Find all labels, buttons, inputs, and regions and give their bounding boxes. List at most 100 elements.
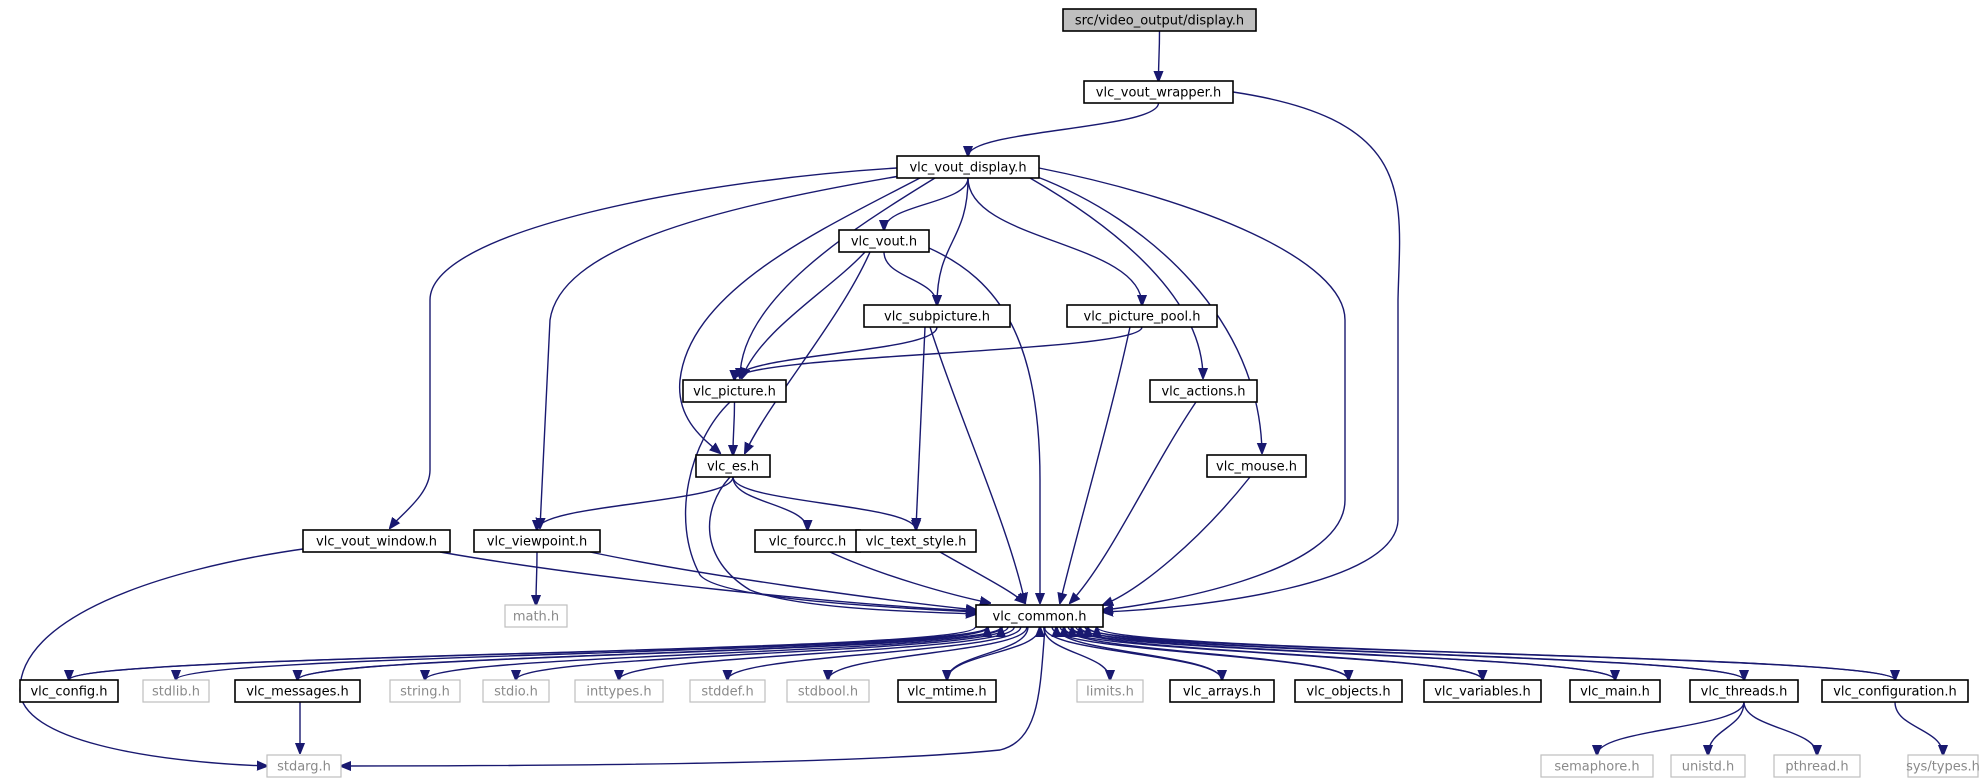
edge-vout-window-to-common	[439, 551, 976, 611]
node-configuration[interactable]: vlc_configuration.h	[1821, 679, 1969, 703]
edge	[728, 626, 1022, 680]
edge	[176, 626, 989, 680]
edge	[735, 326, 938, 380]
edge-vout-display-to-vout-window	[390, 167, 898, 528]
node-inttypes: inttypes.h	[574, 679, 664, 703]
node-box	[504, 604, 568, 628]
edge-vout-display-to-common	[1038, 167, 1346, 610]
node-mouse[interactable]: vlc_mouse.h	[1206, 454, 1307, 478]
node-label: vlc_threads.h	[1701, 685, 1788, 700]
edge-vout-display-to-es	[679, 177, 921, 453]
node-messages[interactable]: vlc_messages.h	[234, 679, 361, 703]
node-box	[896, 155, 1040, 179]
node-box	[1670, 754, 1746, 778]
node-box	[897, 679, 997, 703]
edge	[1743, 701, 1817, 755]
node-vout-window[interactable]: vlc_vout_window.h	[302, 529, 451, 553]
node-label: vlc_vout_wrapper.h	[1096, 86, 1221, 101]
edge-es-to-text-style	[732, 476, 916, 530]
node-box	[473, 529, 601, 553]
node-string: string.h	[389, 679, 461, 703]
node-box	[786, 679, 870, 703]
node-vout[interactable]: vlc_vout.h	[838, 229, 930, 253]
node-box	[689, 679, 766, 703]
node-mtime[interactable]: vlc_mtime.h	[897, 679, 997, 703]
edge-configuration-to-common	[1097, 627, 1896, 681]
node-box	[975, 604, 1104, 628]
edge-picture-to-es	[733, 401, 735, 455]
edge	[589, 551, 976, 610]
node-vout-wrapper[interactable]: vlc_vout_wrapper.h	[1083, 80, 1234, 104]
edge-common-to-stdarg	[341, 626, 1046, 766]
edge-vout-display-to-subpicture	[937, 177, 969, 305]
edge-threads-to-semaphore	[1597, 701, 1745, 755]
node-box	[863, 304, 1011, 328]
node-objects[interactable]: vlc_objects.h	[1294, 679, 1403, 703]
node-label: vlc_messages.h	[246, 685, 349, 700]
edge-display-to-vout-wrapper	[1159, 30, 1160, 81]
edge	[684, 401, 976, 612]
edge-messages-to-common	[296, 627, 1001, 681]
edge	[19, 547, 311, 766]
node-box	[1206, 454, 1307, 478]
edge	[425, 626, 1004, 680]
edge	[829, 551, 990, 603]
node-variables[interactable]: vlc_variables.h	[1423, 679, 1542, 703]
edge	[883, 251, 937, 305]
edge	[1894, 701, 1943, 755]
node-label: inttypes.h	[586, 685, 651, 700]
node-vout-display[interactable]: vlc_vout_display.h	[896, 155, 1040, 179]
node-label: vlc_actions.h	[1161, 385, 1245, 400]
edge	[679, 177, 921, 453]
node-fourcc[interactable]: vlc_fourcc.h	[754, 529, 861, 553]
node-label: vlc_viewpoint.h	[487, 535, 587, 550]
edge-fourcc-to-common	[829, 551, 990, 603]
edge-es-to-common	[708, 476, 976, 614]
node-stdio: stdio.h	[482, 679, 550, 703]
edge-picture-pool-to-common	[1060, 326, 1131, 603]
node-actions[interactable]: vlc_actions.h	[1149, 379, 1258, 403]
node-threads[interactable]: vlc_threads.h	[1689, 679, 1799, 703]
node-label: stdlib.h	[152, 685, 200, 700]
node-label: vlc_vout.h	[851, 235, 917, 250]
edge-subpicture-to-picture	[735, 326, 938, 380]
node-label: sys/types.h	[1906, 760, 1980, 775]
edge	[929, 326, 1025, 603]
edge-vout-display-to-picture-pool	[967, 177, 1142, 305]
node-label: vlc_fourcc.h	[769, 535, 846, 550]
node-es[interactable]: vlc_es.h	[695, 454, 771, 478]
node-label: vlc_configuration.h	[1833, 685, 1957, 700]
node-viewpoint[interactable]: vlc_viewpoint.h	[473, 529, 601, 553]
edge-common-to-stddef	[728, 626, 1022, 680]
node-display[interactable]: src/video_output/display.h	[1062, 8, 1257, 32]
node-picture-pool[interactable]: vlc_picture_pool.h	[1066, 304, 1218, 328]
node-arrays[interactable]: vlc_arrays.h	[1169, 679, 1275, 703]
node-box	[142, 679, 210, 703]
node-text-style[interactable]: vlc_text_style.h	[855, 529, 977, 553]
node-box	[1066, 304, 1218, 328]
node-config[interactable]: vlc_config.h	[19, 679, 119, 703]
edge	[967, 177, 1142, 305]
edge	[735, 326, 1143, 380]
node-picture[interactable]: vlc_picture.h	[682, 379, 787, 403]
edge-objects-to-common	[1064, 627, 1350, 681]
edge-vout-to-picture	[742, 251, 866, 378]
edge	[733, 401, 735, 455]
node-box	[855, 529, 977, 553]
edge	[536, 551, 537, 605]
node-label: string.h	[400, 685, 450, 700]
edge	[1070, 401, 1197, 603]
edge	[1088, 627, 1745, 681]
node-label: vlc_picture.h	[693, 385, 776, 400]
node-common[interactable]: vlc_common.h	[975, 604, 1104, 628]
node-label: limits.h	[1086, 685, 1134, 700]
edge	[828, 626, 1028, 680]
node-box	[389, 679, 461, 703]
node-box	[234, 679, 361, 703]
edge	[390, 167, 898, 528]
node-subpicture[interactable]: vlc_subpicture.h	[863, 304, 1011, 328]
edge-vout-display-to-picture	[740, 177, 936, 378]
node-label: vlc_vout_display.h	[909, 161, 1026, 176]
edge-vout-window-to-stdarg	[19, 547, 311, 766]
node-main[interactable]: vlc_main.h	[1569, 679, 1661, 703]
